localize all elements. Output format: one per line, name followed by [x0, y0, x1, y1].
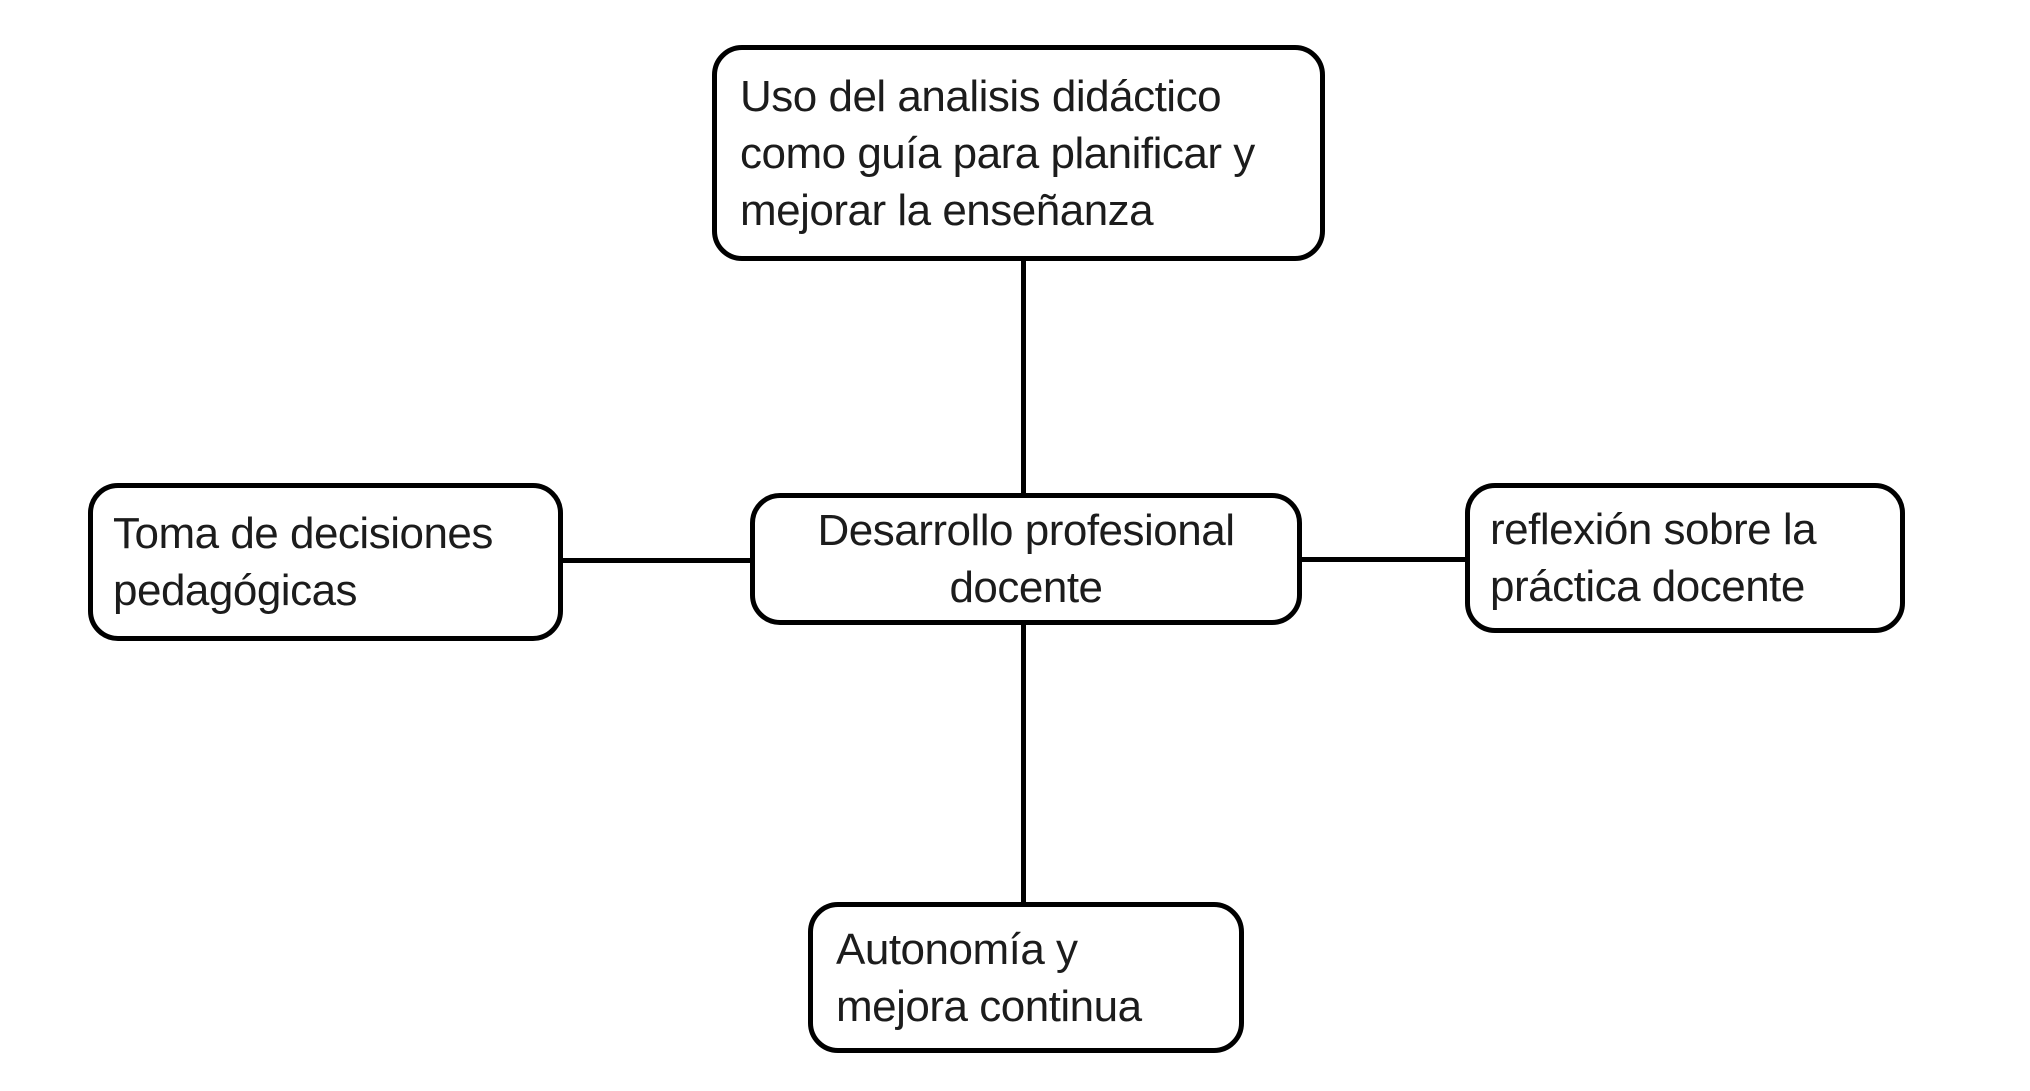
node-text-line: mejorar la enseñanza [740, 185, 1154, 235]
node-text-line: como guía para planificar y [740, 128, 1255, 178]
node-text-line: práctica docente [1490, 562, 1805, 611]
node-toma-de-decisiones[interactable]: Toma de decisiones pedagógicas [88, 483, 563, 641]
node-desarrollo-profesional-docente[interactable]: Desarrollo profesional docente [750, 493, 1302, 625]
node-text-line: Toma de decisiones [113, 509, 493, 558]
node-text-line: Autonomía y [836, 924, 1078, 974]
node-uso-del-analisis-didactico[interactable]: Uso del analisis didáctico como guía par… [712, 45, 1325, 261]
connector-center-to-left [561, 558, 752, 563]
node-text-line: docente [949, 563, 1103, 612]
node-reflexion-sobre-practica[interactable]: reflexión sobre la práctica docente [1465, 483, 1905, 633]
connector-center-to-right [1300, 557, 1467, 562]
node-autonomia-mejora-continua[interactable]: Autonomía y mejora continua [808, 902, 1244, 1053]
node-text-line: Desarrollo profesional [817, 506, 1236, 555]
node-text-line: Uso del analisis didáctico [740, 71, 1222, 121]
connector-center-to-top [1021, 261, 1026, 495]
connector-center-to-bottom [1021, 623, 1026, 904]
node-text-line: reflexión sobre la [1490, 505, 1817, 554]
node-text-line: mejora continua [836, 981, 1142, 1031]
node-text-line: pedagógicas [113, 566, 358, 615]
